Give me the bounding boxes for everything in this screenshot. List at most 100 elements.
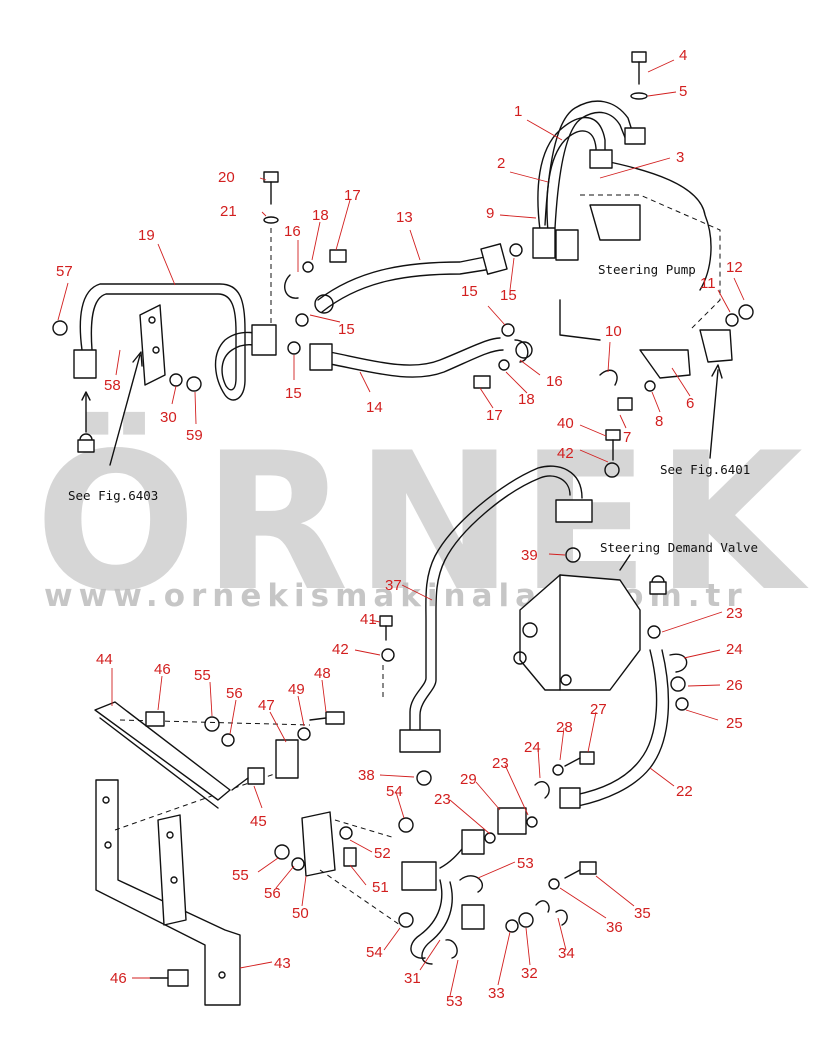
callout-5: 5 <box>679 83 687 100</box>
callout-15a: 15 <box>461 283 478 300</box>
callout-21: 21 <box>220 203 237 220</box>
callout-32: 32 <box>521 965 538 982</box>
label-see-fig-6401: See Fig.6401 <box>660 462 750 477</box>
callout-46a: 46 <box>154 661 171 678</box>
callout-42b: 42 <box>332 641 349 658</box>
callout-41: 41 <box>360 611 377 628</box>
callout-29: 29 <box>460 771 477 788</box>
callout-9: 9 <box>486 205 494 222</box>
callout-23c: 23 <box>434 791 451 808</box>
hose-13 <box>314 243 508 314</box>
callout-12: 12 <box>726 259 743 276</box>
callout-30: 30 <box>160 409 177 426</box>
pipe-end-right <box>555 229 579 261</box>
callout-11: 11 <box>700 275 716 292</box>
watermark-brand: ÖRNEK <box>35 411 809 633</box>
pipe-37 <box>382 465 593 753</box>
callout-55b: 55 <box>232 867 249 884</box>
callout-39: 39 <box>521 547 538 564</box>
callout-24a: 24 <box>726 641 743 658</box>
callout-1: 1 <box>514 103 522 120</box>
callout-34: 34 <box>558 945 575 962</box>
callout-23b: 23 <box>492 755 509 772</box>
callout-35: 35 <box>634 905 651 922</box>
callout-17b: 17 <box>486 407 503 424</box>
callout-7: 7 <box>623 429 631 446</box>
callout-16b: 16 <box>546 373 563 390</box>
callout-8: 8 <box>655 413 663 430</box>
callout-10: 10 <box>605 323 622 340</box>
label-see-fig-6403: See Fig.6403 <box>68 488 158 503</box>
callout-40: 40 <box>557 415 574 432</box>
callout-27: 27 <box>590 701 607 718</box>
callout-58: 58 <box>104 377 121 394</box>
steering-demand-valve <box>513 574 641 691</box>
callout-2: 2 <box>497 155 505 172</box>
callout-16a: 16 <box>284 223 301 240</box>
lock-icon-left <box>77 391 95 453</box>
callout-3: 3 <box>676 149 684 166</box>
callout-48: 48 <box>314 665 331 682</box>
steering-pump-housing <box>559 159 721 341</box>
plate-47 <box>275 739 299 779</box>
callout-52: 52 <box>374 845 391 862</box>
callout-54b: 54 <box>366 944 383 961</box>
bolt-20 <box>263 171 279 325</box>
bolt-4 <box>630 51 648 100</box>
callout-13: 13 <box>396 209 413 226</box>
callout-20: 20 <box>218 169 235 186</box>
fastener-bolts <box>145 249 633 987</box>
callout-15c: 15 <box>338 321 355 338</box>
callout-37: 37 <box>385 577 402 594</box>
callout-26: 26 <box>726 677 743 694</box>
callout-56b: 56 <box>264 885 281 902</box>
callout-24b: 24 <box>524 739 541 756</box>
callout-17a: 17 <box>344 187 361 204</box>
callout-6: 6 <box>686 395 694 412</box>
callout-43: 43 <box>274 955 291 972</box>
callout-54a: 54 <box>386 783 403 800</box>
callout-leaders <box>57 59 745 997</box>
callout-31: 31 <box>404 970 421 987</box>
hose-14 <box>309 337 533 378</box>
callout-38: 38 <box>358 767 375 784</box>
pipe-end-left <box>532 227 556 259</box>
callout-15b: 15 <box>500 287 517 304</box>
label-steering-demand-valve: Steering Demand Valve <box>600 540 758 555</box>
callout-46b: 46 <box>110 970 127 987</box>
pipe-31 <box>410 829 485 965</box>
callout-55a: 55 <box>194 667 211 684</box>
bracket-58 <box>139 304 166 386</box>
callout-42a: 42 <box>557 445 574 462</box>
callout-45: 45 <box>250 813 267 830</box>
bracket-50 <box>301 811 336 877</box>
callout-25: 25 <box>726 715 743 732</box>
callout-53b: 53 <box>446 993 463 1010</box>
callout-57: 57 <box>56 263 73 280</box>
callout-numbers: 1 2 3 4 5 6 7 8 9 10 11 12 13 14 15 15 1… <box>56 47 743 1010</box>
callout-23a: 23 <box>726 605 743 622</box>
callout-56a: 56 <box>226 685 243 702</box>
block-29 <box>497 807 527 835</box>
flange-top-2 <box>589 149 613 169</box>
callout-18b: 18 <box>518 391 535 408</box>
callout-44: 44 <box>96 651 113 668</box>
flange-top <box>624 127 646 145</box>
callout-15d: 15 <box>285 385 302 402</box>
clamps <box>284 274 733 959</box>
callout-51: 51 <box>372 879 389 896</box>
callout-4: 4 <box>679 47 687 64</box>
callout-36: 36 <box>606 919 623 936</box>
frame-43 <box>95 764 301 1006</box>
callout-53a: 53 <box>517 855 534 872</box>
callout-59: 59 <box>186 427 203 444</box>
callout-19: 19 <box>138 227 155 244</box>
block-lower <box>401 861 437 891</box>
callout-49: 49 <box>288 681 305 698</box>
callout-18a: 18 <box>312 207 329 224</box>
callout-33: 33 <box>488 985 505 1002</box>
callout-47: 47 <box>258 697 275 714</box>
callout-14: 14 <box>366 399 383 416</box>
callout-50: 50 <box>292 905 309 922</box>
